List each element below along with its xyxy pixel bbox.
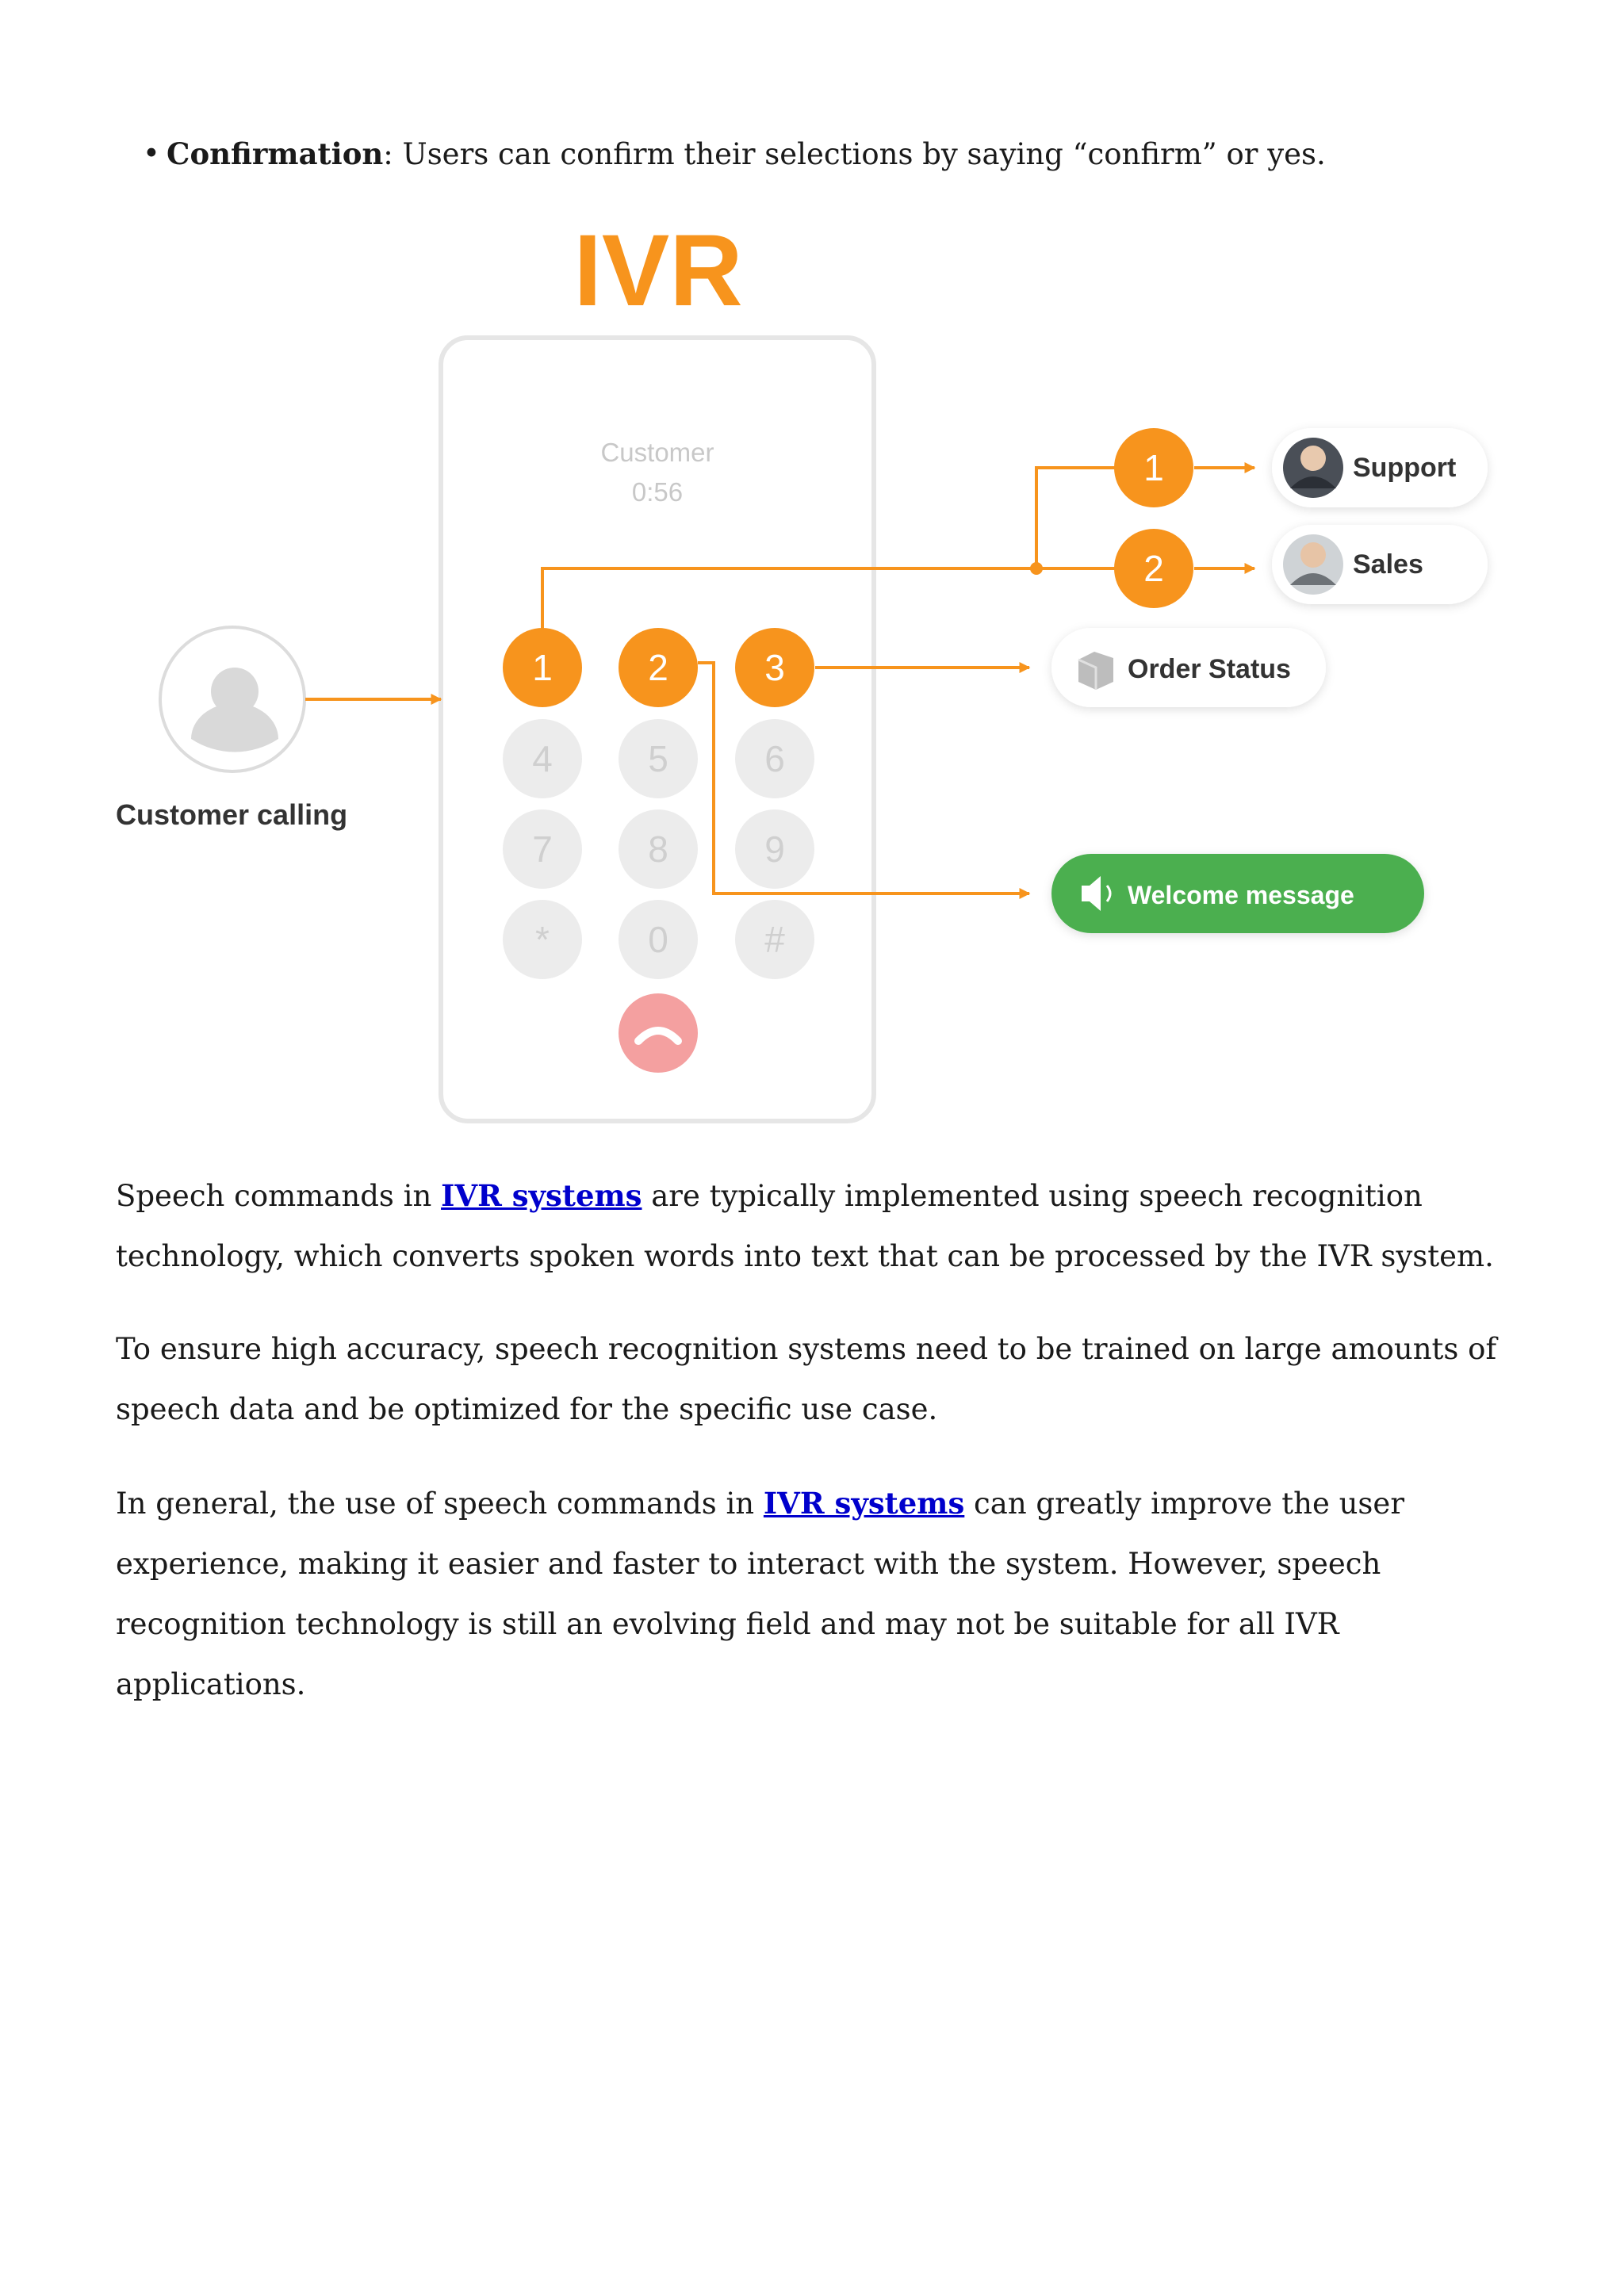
paragraph-speech-commands: Speech commands in IVR systems are typic… <box>116 1178 1494 1273</box>
arrow-welcome <box>698 661 1031 899</box>
hangup-button[interactable] <box>619 993 698 1073</box>
key-7[interactable]: 7 <box>503 809 582 889</box>
svg-text:2: 2 <box>648 647 668 688</box>
confirmation-bullet: • Confirmation: Users can confirm their … <box>143 130 1515 178</box>
bullet-text: : Users can confirm their selections by … <box>383 137 1326 171</box>
connector-branch1 <box>1035 466 1118 568</box>
svg-text:9: 9 <box>764 828 785 870</box>
sales-avatar <box>1283 534 1343 595</box>
key-5[interactable]: 5 <box>619 719 698 798</box>
key-9[interactable]: 9 <box>735 809 814 889</box>
key-8[interactable]: 8 <box>619 809 698 889</box>
sales-label: Sales <box>1353 549 1423 580</box>
ivr-title: IVR <box>573 214 742 327</box>
key-0[interactable]: 0 <box>619 900 698 979</box>
support-label: Support <box>1353 453 1456 483</box>
svg-text:0: 0 <box>648 919 668 960</box>
svg-text:1: 1 <box>1143 447 1164 488</box>
speaker-icon <box>1082 876 1112 911</box>
branch-2-circle: 2 <box>1114 529 1193 608</box>
welcome-message-label: Welcome message <box>1128 881 1354 909</box>
ivr-systems-link-2[interactable]: IVR systems <box>763 1486 965 1521</box>
svg-text:*: * <box>535 919 550 960</box>
svg-text:4: 4 <box>532 738 553 779</box>
bullet-dot: • <box>143 136 160 170</box>
key-3[interactable]: 3 <box>735 628 814 707</box>
svg-text:7: 7 <box>532 828 553 870</box>
branch-1-circle: 1 <box>1114 428 1193 507</box>
ivr-systems-link-1[interactable]: IVR systems <box>441 1178 642 1213</box>
key-1[interactable]: 1 <box>503 628 582 707</box>
key-2[interactable]: 2 <box>619 628 698 707</box>
svg-text:2: 2 <box>1143 548 1164 589</box>
connector-key1 <box>541 567 1036 634</box>
key-hash[interactable]: # <box>735 900 814 979</box>
welcome-message-option[interactable] <box>1051 854 1424 933</box>
bullet-term: Confirmation <box>167 136 384 171</box>
svg-text:8: 8 <box>648 828 668 870</box>
phone-hangup-icon <box>634 1027 682 1045</box>
customer-avatar <box>159 626 306 773</box>
paragraph-accuracy: To ensure high accuracy, speech recognit… <box>116 1332 1497 1426</box>
svg-text:#: # <box>764 919 785 960</box>
key-6[interactable]: 6 <box>735 719 814 798</box>
screen-call-time: 0:56 <box>632 477 683 507</box>
support-avatar <box>1283 438 1343 498</box>
ivr-diagram: IVR Customer calling Customer 0:56 1 2 3… <box>116 214 1488 1123</box>
svg-text:1: 1 <box>532 647 553 688</box>
svg-text:5: 5 <box>648 738 668 779</box>
order-status-label: Order Status <box>1128 654 1291 684</box>
customer-calling-label: Customer calling <box>116 798 347 831</box>
svg-text:3: 3 <box>764 647 785 688</box>
key-4[interactable]: 4 <box>503 719 582 798</box>
key-star[interactable]: * <box>503 900 582 979</box>
paragraph-general: In general, the use of speech commands i… <box>116 1486 1405 1701</box>
junction-dot <box>1030 562 1043 575</box>
screen-caller-name: Customer <box>600 438 714 467</box>
order-status-option[interactable] <box>1051 628 1326 707</box>
box-icon <box>1078 652 1113 690</box>
svg-text:6: 6 <box>764 738 785 779</box>
